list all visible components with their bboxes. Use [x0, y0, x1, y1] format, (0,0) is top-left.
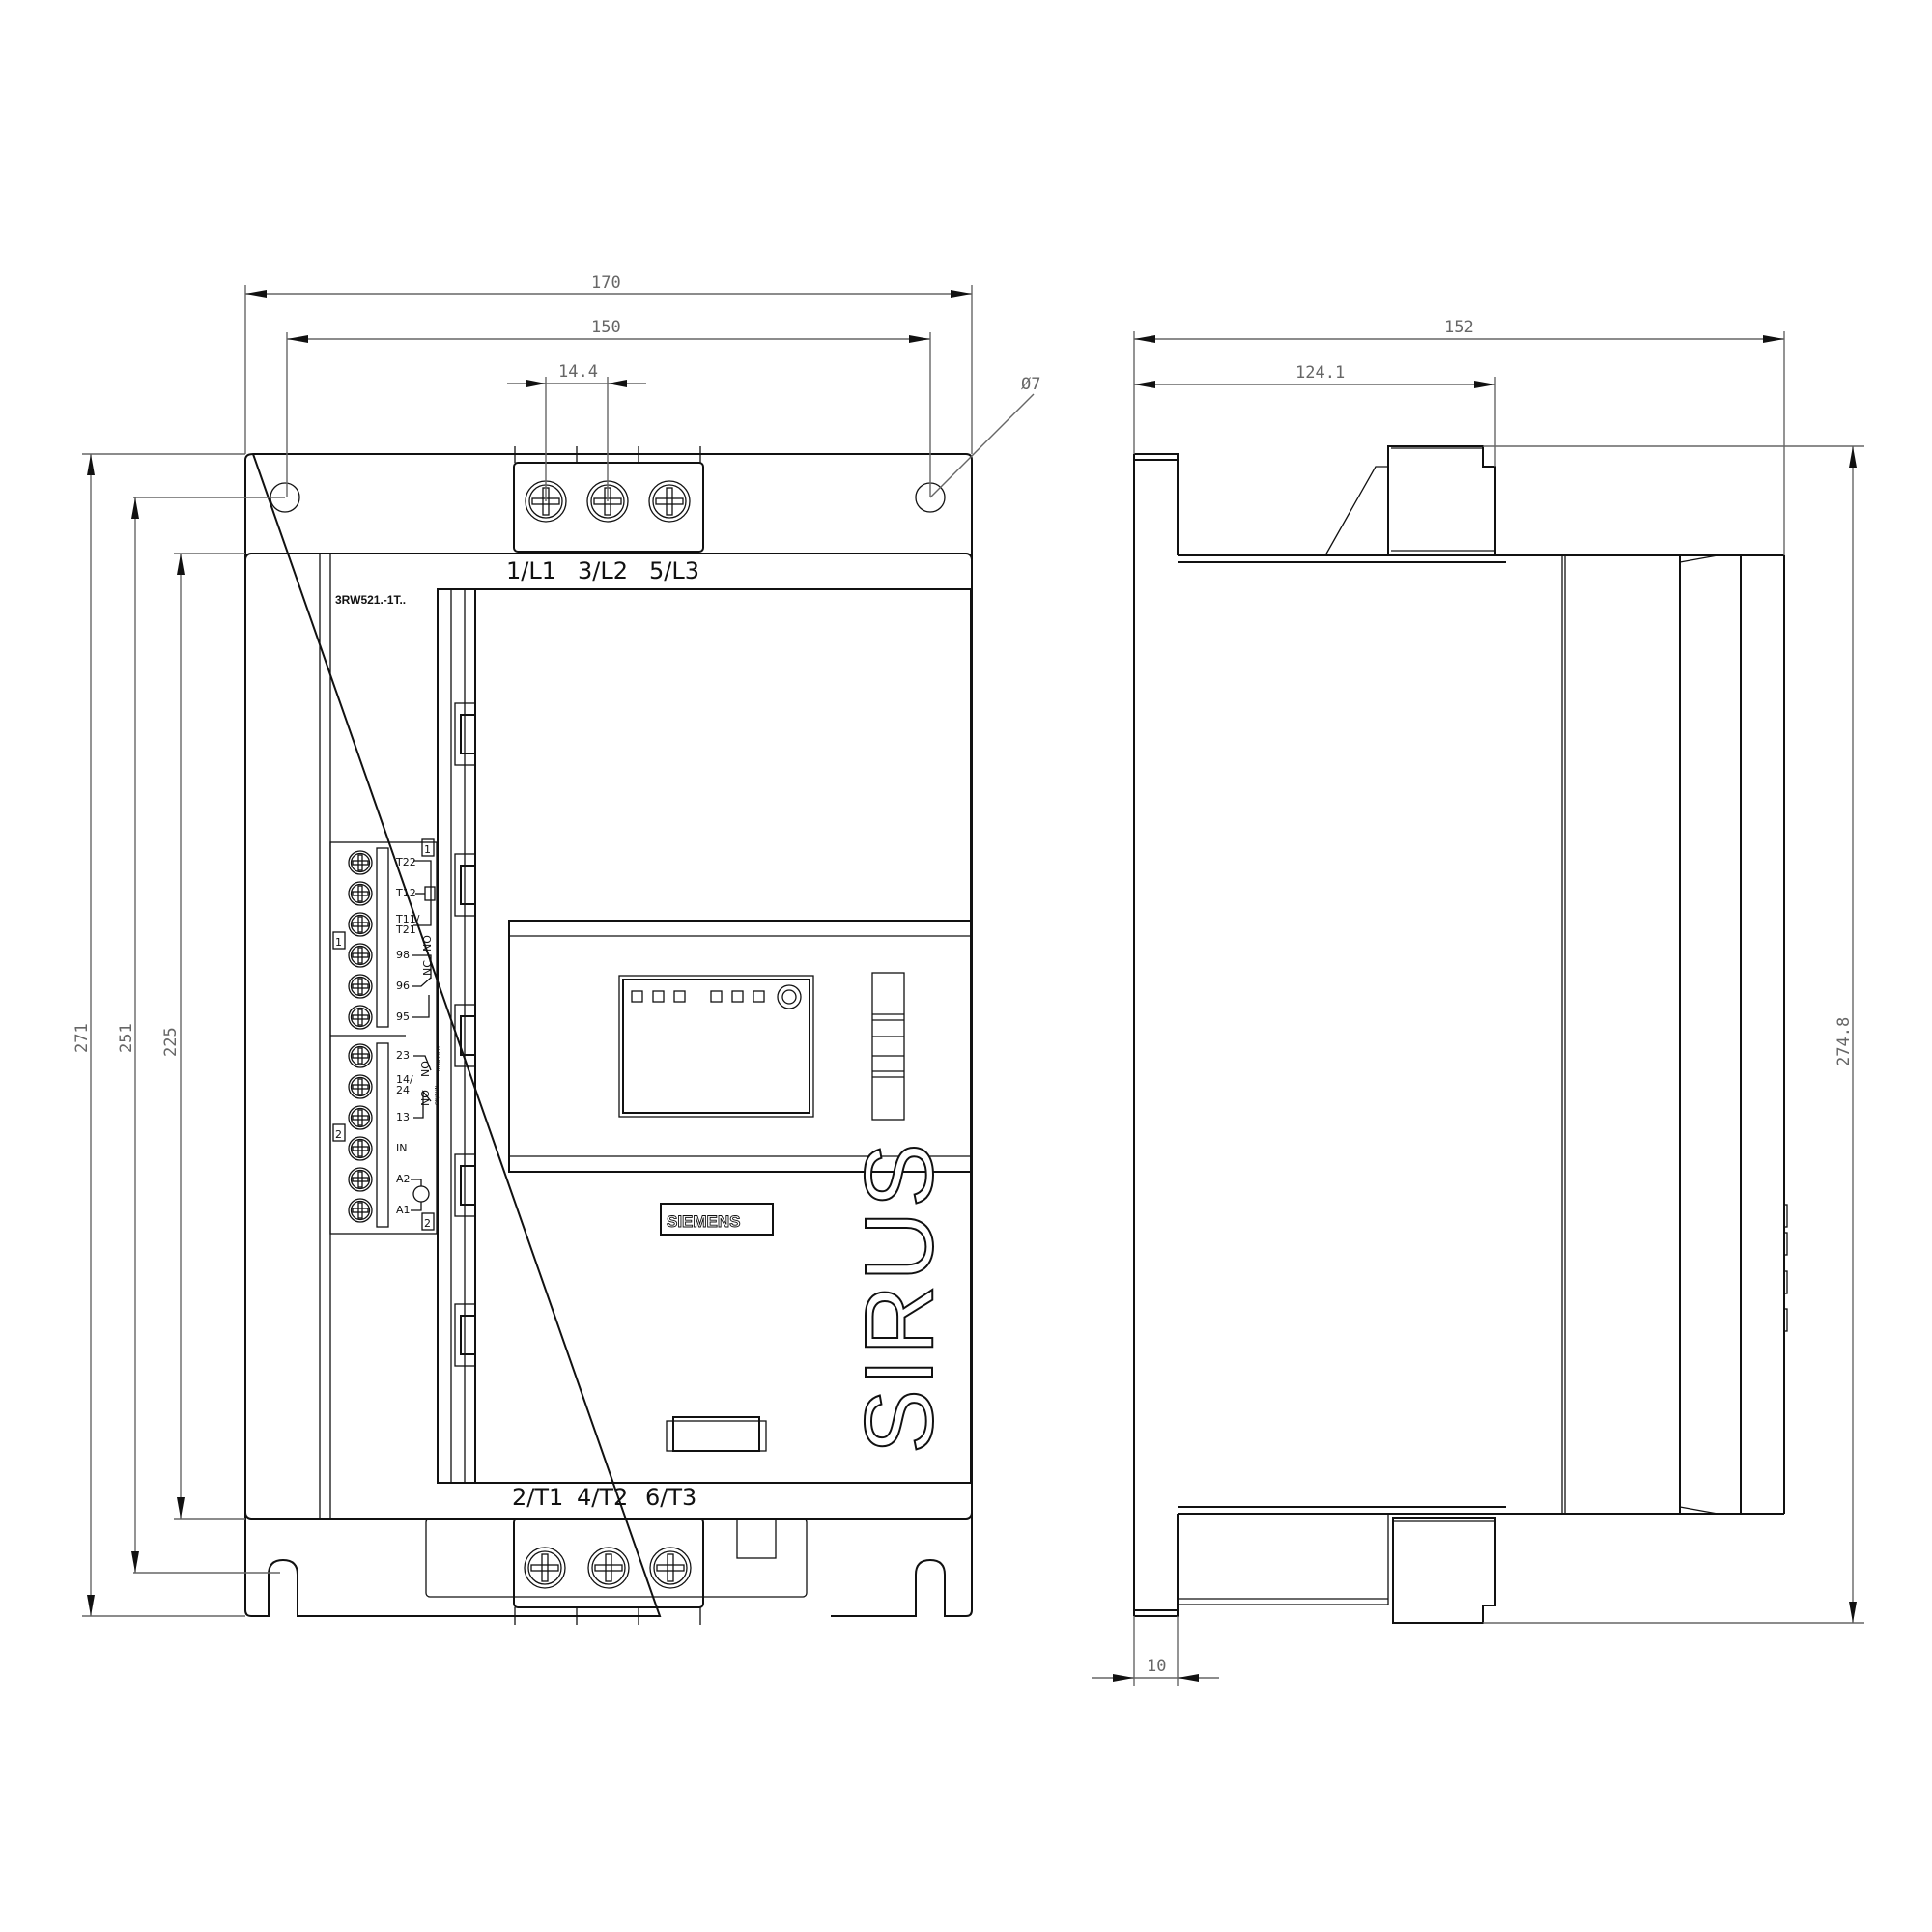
contact-label-no-aux1: NO: [419, 1061, 432, 1077]
brand-label-box: [660, 1203, 774, 1236]
dim-depth-terminal: 124.1: [1295, 363, 1345, 383]
terminal-label: T21: [395, 923, 416, 936]
terminal-label: T11/: [395, 913, 420, 925]
terminal-label: T22: [395, 856, 416, 868]
terminal-label: T12: [395, 887, 416, 899]
dim-width-overall: 170: [591, 273, 621, 293]
front-dimensions: 170 150 14.4 Ø7 271 251 2 2: [72, 273, 1040, 1617]
coil-icon: [412, 1185, 430, 1203]
terminal-label-t2: 4/T2: [577, 1484, 628, 1511]
led-icon: [753, 990, 765, 1003]
terminal-label-t3: 6/T3: [645, 1484, 696, 1511]
terminal-label: A1: [396, 1204, 411, 1216]
terminal-label: IN: [396, 1142, 407, 1154]
terminal-label: 95: [396, 1010, 410, 1023]
block-marker-2: 2: [335, 1128, 342, 1141]
front-view: 1/L1 3/L2 5/L3 3RW521.-1T..: [133, 446, 973, 1625]
dim-rail-offset: 10: [1147, 1657, 1166, 1676]
model-label: 3RW521.-1T..: [335, 593, 406, 607]
display-module: [508, 920, 972, 1173]
contact-label-no-aux2: NO: [419, 1090, 432, 1106]
side-view: [1133, 445, 1788, 1624]
block-marker-1-right: 1: [424, 843, 431, 856]
terminal-label-l3: 5/L3: [649, 557, 699, 584]
terminal-label: 96: [396, 980, 410, 992]
dim-side-height: 274.8: [1834, 1017, 1854, 1066]
product-logo: SIRUS: [845, 1139, 953, 1454]
dim-terminal-pitch: 14.4: [558, 362, 598, 382]
led-icon: [631, 990, 643, 1003]
brand-label: SIEMENS: [667, 1212, 741, 1231]
side-dimensions: 152 124.1 274.8 10: [1092, 318, 1864, 1686]
screw-icon: [649, 1547, 692, 1589]
dim-hole-diameter: Ø7: [1021, 375, 1040, 394]
led-icon: [673, 990, 686, 1003]
contact-tag-on-run: ON/RUN: [435, 1086, 440, 1105]
terminal-label-t1: 2/T1: [512, 1484, 563, 1511]
block-marker-1: 1: [335, 936, 342, 949]
terminal-label: 14/: [396, 1073, 413, 1086]
label-slot: [666, 1420, 767, 1452]
terminal-label: 98: [396, 949, 410, 961]
led-icon: [652, 990, 665, 1003]
front-face-features: [1783, 1204, 1788, 1332]
bottom-power-terminal-block: [425, 1518, 808, 1625]
terminal-label-l1: 1/L1: [506, 557, 556, 584]
terminal-label: A2: [396, 1173, 411, 1185]
selector-slider[interactable]: [871, 972, 905, 1121]
terminal-label: 23: [396, 1049, 410, 1062]
screw-icon: [587, 1547, 630, 1589]
terminal-label: 13: [396, 1111, 410, 1123]
display-screen: [618, 975, 814, 1118]
dim-hole-spacing: 150: [591, 318, 621, 337]
control-terminal-strip: 1 2 1 2 T22 T12 T11/ T21 98 96 95 23 14/…: [329, 838, 442, 1235]
top-power-terminal-block: [513, 446, 704, 553]
screw-icon: [648, 480, 691, 523]
dim-depth-overall: 152: [1444, 318, 1474, 337]
dim-body-height: 225: [161, 1027, 181, 1057]
led-icon: [710, 990, 723, 1003]
screw-icon: [524, 1547, 566, 1589]
contact-label-no: NO: [421, 935, 434, 952]
led-icon: [731, 990, 744, 1003]
hinges: [454, 702, 476, 1367]
rotary-knob-icon[interactable]: [777, 984, 802, 1009]
contact-tag-bypassed: BYPASSED: [437, 1046, 442, 1071]
terminal-label: 24: [396, 1084, 410, 1096]
block-marker-2-right: 2: [424, 1217, 431, 1230]
contact-label-nc: NC: [421, 960, 434, 976]
dim-height-overall: 271: [72, 1023, 92, 1053]
dim-hole-spacing-vertical: 251: [117, 1023, 136, 1053]
terminal-label-l2: 3/L2: [578, 557, 628, 584]
